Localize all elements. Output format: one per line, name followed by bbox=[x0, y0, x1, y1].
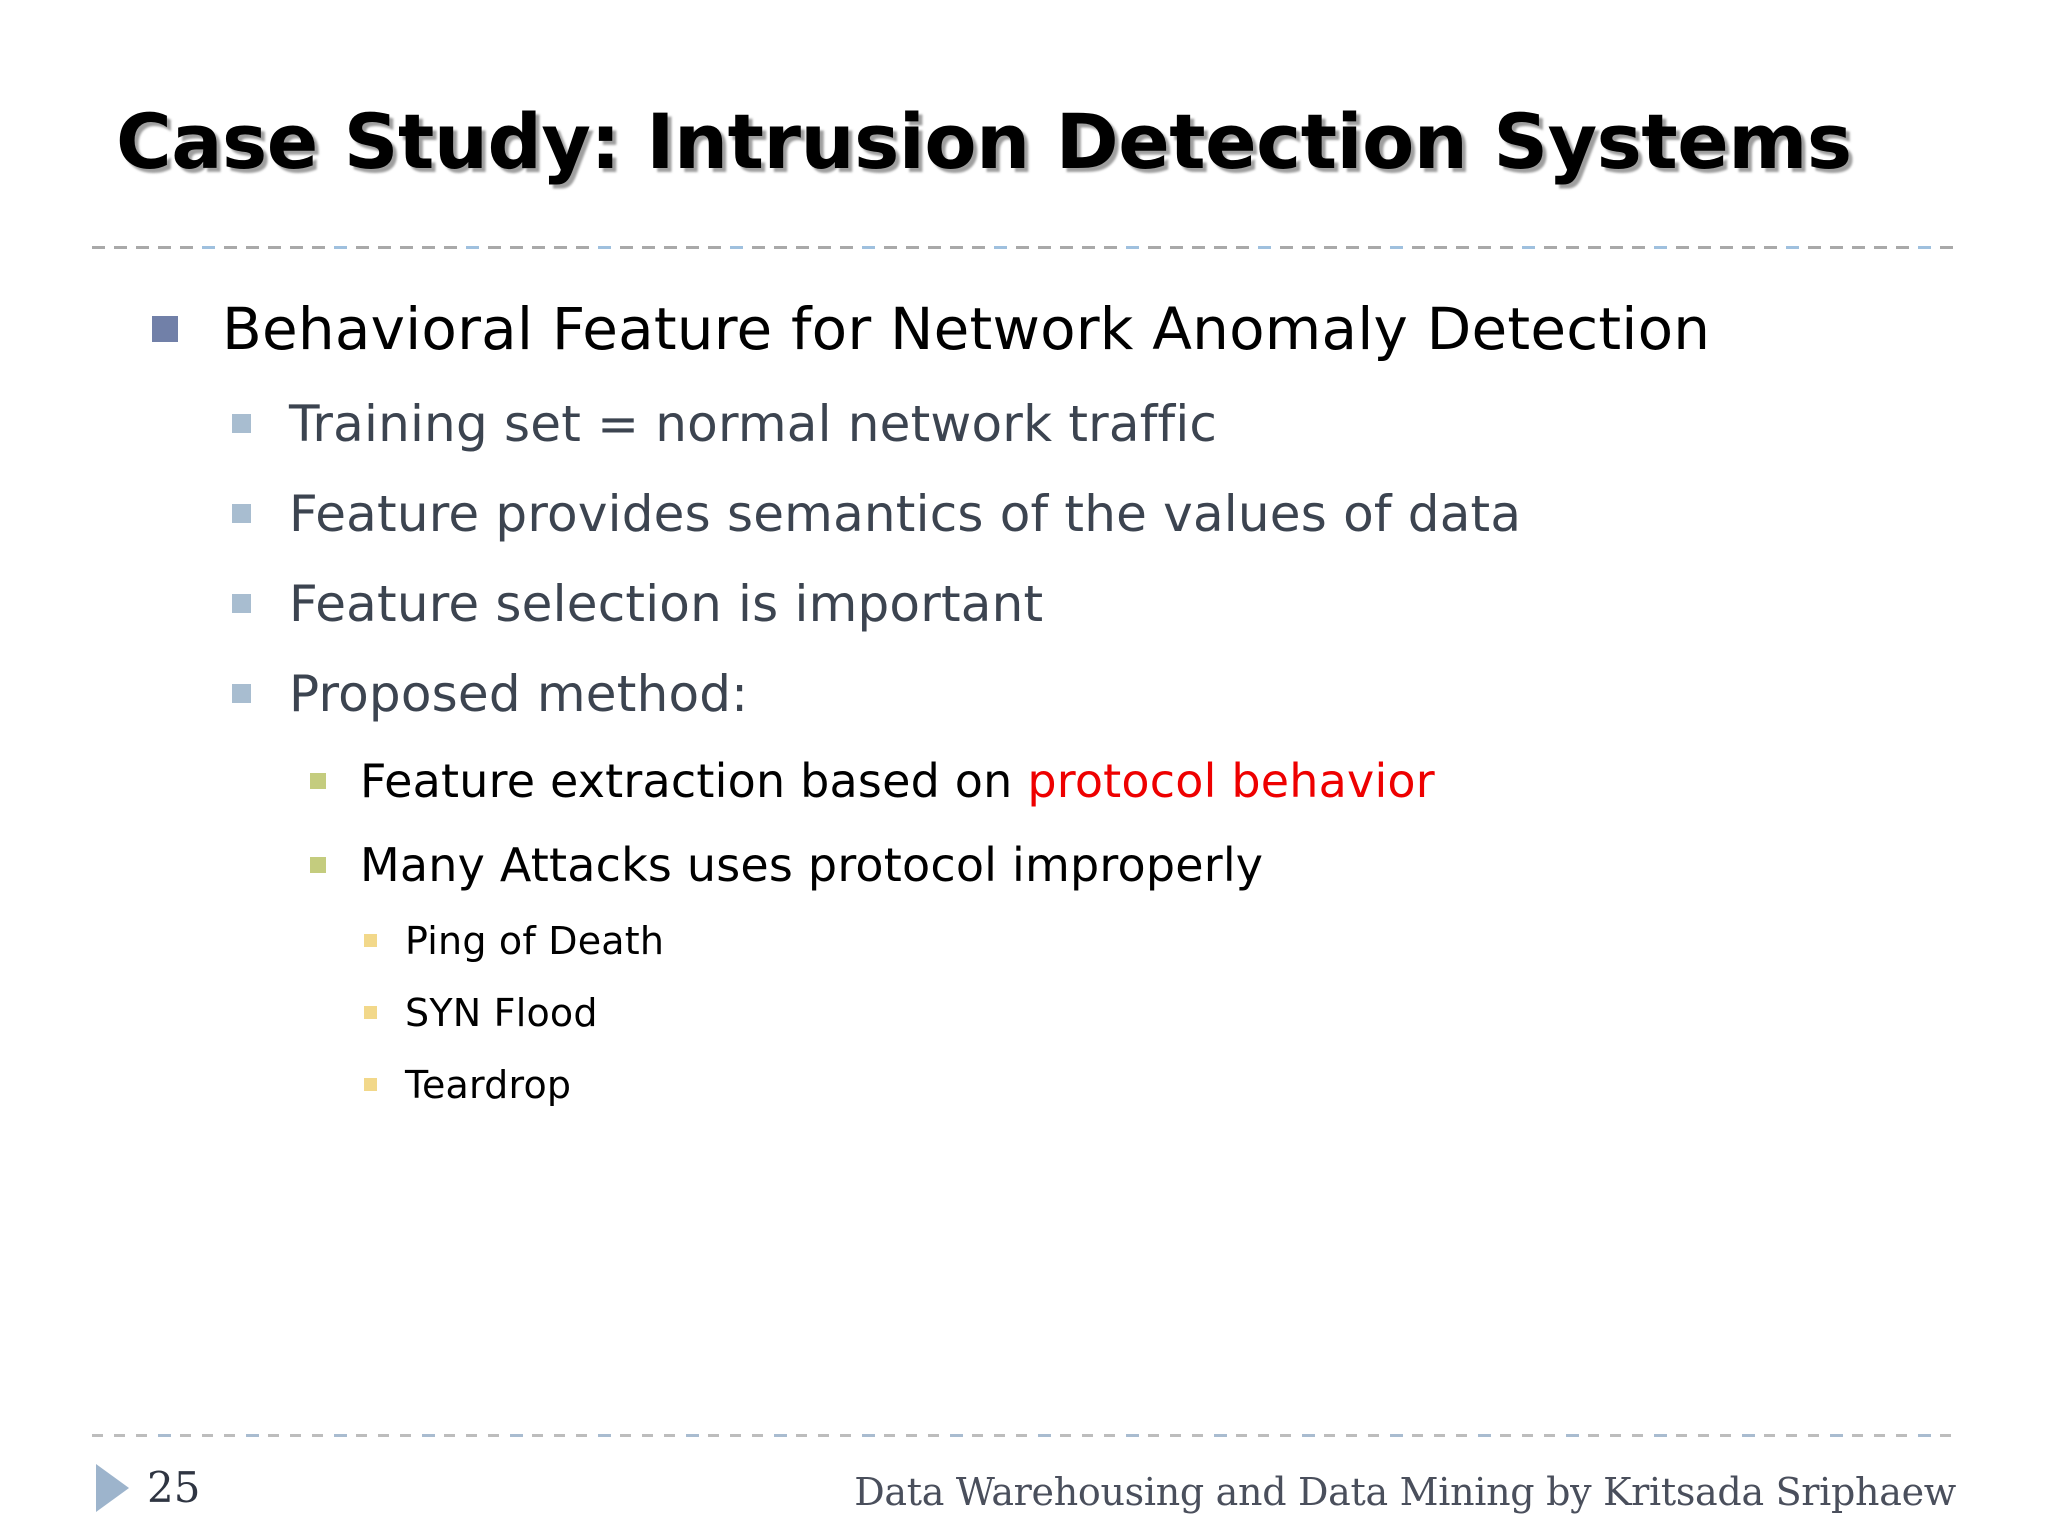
footer-divider bbox=[92, 1434, 1956, 1437]
square-bullet-icon bbox=[310, 857, 326, 873]
title-divider bbox=[92, 246, 1956, 249]
bullet-level3-text-prefix: Feature extraction based on bbox=[360, 754, 1028, 808]
bullet-level4-label: SYN Flood bbox=[405, 991, 598, 1035]
triangle-icon bbox=[96, 1464, 129, 1512]
bullet-level3-text-highlight: protocol behavior bbox=[1027, 754, 1435, 808]
slide-body: Behavioral Feature for Network Anomaly D… bbox=[0, 286, 2048, 1110]
square-bullet-icon bbox=[232, 684, 251, 703]
title-zone: Case Study: Intrusion Detection Systems bbox=[0, 96, 2048, 206]
bullet-level2-label: Proposed method: bbox=[289, 665, 749, 723]
page-number-group: 25 bbox=[96, 1464, 200, 1512]
square-bullet-icon bbox=[152, 316, 178, 342]
bullet-level2-label: Feature provides semantics of the values… bbox=[289, 485, 1522, 543]
square-bullet-icon bbox=[232, 594, 251, 613]
slide-footer: 25 Data Warehousing and Data Mining by K… bbox=[0, 1448, 2048, 1536]
square-bullet-icon bbox=[364, 1078, 377, 1091]
bullet-level2: Proposed method: bbox=[232, 662, 2048, 726]
bullet-level3-label: Many Attacks uses protocol improperly bbox=[360, 838, 1264, 892]
square-bullet-icon bbox=[364, 934, 377, 947]
bullet-level4-label: Teardrop bbox=[405, 1063, 572, 1107]
square-bullet-icon bbox=[232, 414, 251, 433]
bullet-level3-label: Feature extraction based on protocol beh… bbox=[360, 752, 1435, 810]
bullet-level4: Teardrop bbox=[364, 1060, 2048, 1110]
bullet-level2: Training set = normal network traffic bbox=[232, 392, 2048, 456]
bullet-level4: Ping of Death bbox=[364, 916, 2048, 966]
bullet-level1: Behavioral Feature for Network Anomaly D… bbox=[152, 292, 2048, 366]
bullet-level4: SYN Flood bbox=[364, 988, 2048, 1038]
bullet-level3: Feature extraction based on protocol beh… bbox=[310, 752, 2048, 810]
square-bullet-icon bbox=[310, 773, 326, 789]
bullet-level2-label: Feature selection is important bbox=[289, 575, 1044, 633]
square-bullet-icon bbox=[364, 1006, 377, 1019]
bullet-level2: Feature selection is important bbox=[232, 572, 2048, 636]
bullet-level1-label: Behavioral Feature for Network Anomaly D… bbox=[222, 295, 1711, 363]
page-title: Case Study: Intrusion Detection Systems bbox=[116, 97, 1852, 186]
page-number: 25 bbox=[147, 1463, 201, 1512]
bullet-level3: Many Attacks uses protocol improperly bbox=[310, 836, 2048, 894]
footer-attribution: Data Warehousing and Data Mining by Krit… bbox=[854, 1470, 1956, 1514]
bullet-level2: Feature provides semantics of the values… bbox=[232, 482, 2048, 546]
square-bullet-icon bbox=[232, 504, 251, 523]
bullet-level2-label: Training set = normal network traffic bbox=[289, 395, 1218, 453]
bullet-level4-label: Ping of Death bbox=[405, 919, 665, 963]
